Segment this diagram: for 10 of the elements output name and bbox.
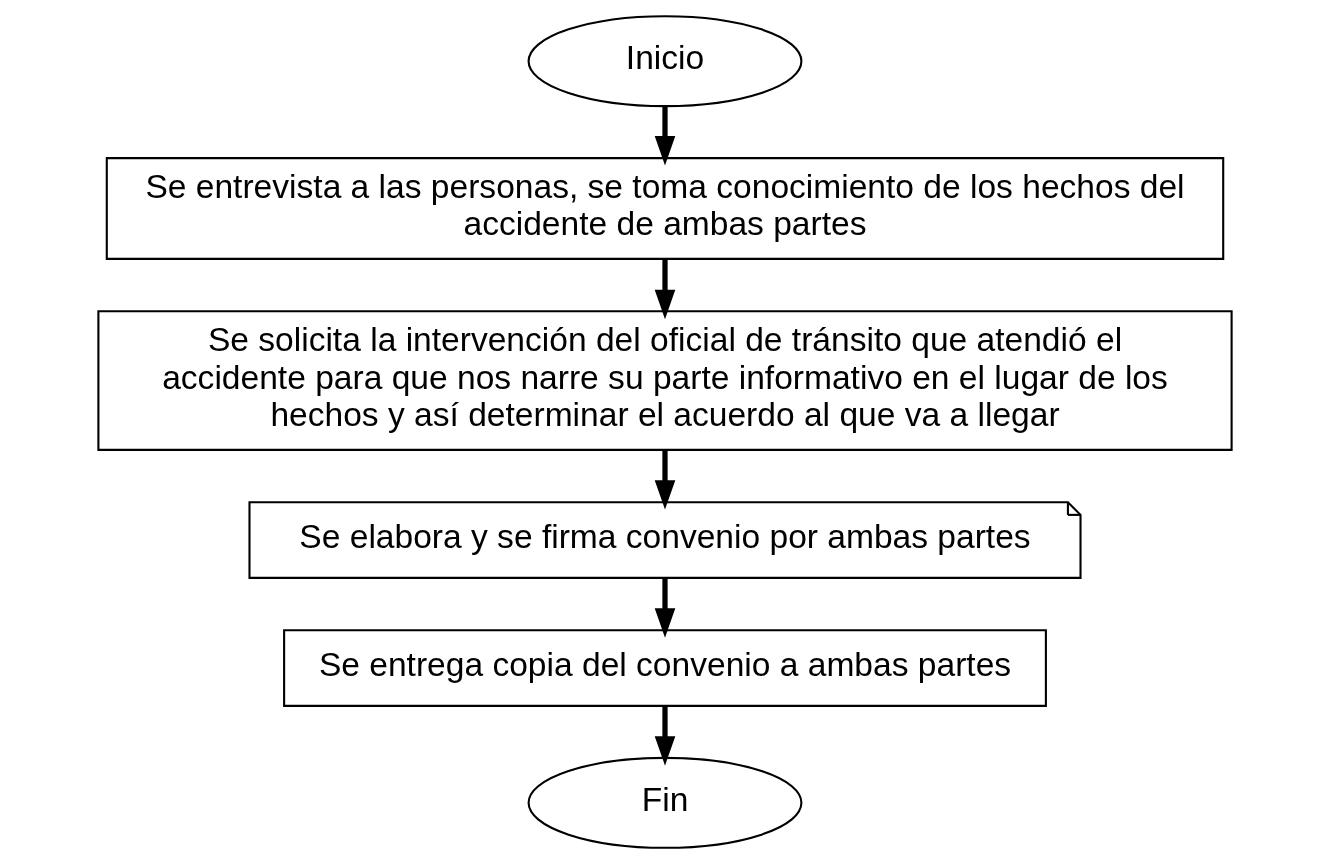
node-box: Se entrevista a las personas, se toma conocimiento de los hechos del accidente de ambas partes — [105, 157, 1225, 260]
arrow — [654, 259, 676, 320]
node-box: Se solicita la intervención del oficial de tránsito que atendió el accidente para que nos narre su parte informativo en el lugar de los hechos y así determinar el acuerdo al que va a llegar — [97, 310, 1233, 451]
arrow — [654, 106, 676, 166]
node-ellipse: Fin — [527, 756, 803, 849]
arrow — [654, 705, 676, 766]
arrow — [654, 578, 676, 638]
node-ellipse: Inicio — [527, 15, 803, 108]
arrow — [654, 450, 676, 510]
node-box: Se entrega copia del convenio a ambas partes — [283, 629, 1047, 707]
